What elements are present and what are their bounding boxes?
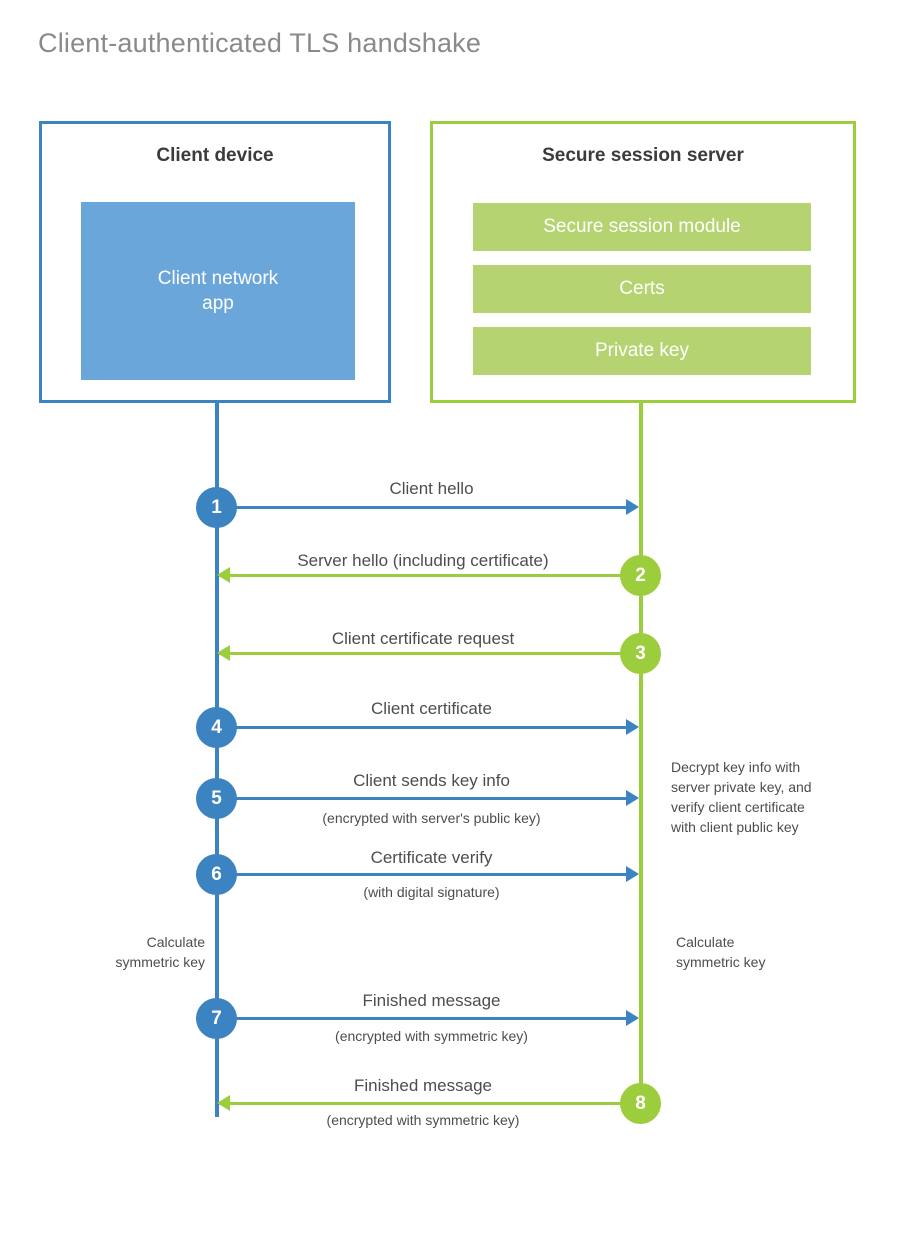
step-6-sublabel: (with digital signature) — [363, 884, 500, 900]
step-5-label: Client sends key info — [353, 771, 510, 790]
client-device-box: Client device Client network app — [39, 121, 391, 403]
step-8-arrow-head-icon — [217, 1095, 230, 1111]
step-1-arrow-line — [217, 506, 626, 509]
step-3-badge[interactable]: 3 — [620, 633, 661, 674]
client-network-app-label: Client network app — [158, 266, 278, 316]
step-2-arrow-head-icon — [217, 567, 230, 583]
server-component-private-key: Private key — [473, 327, 811, 375]
step-6-arrow-head-icon — [626, 866, 639, 882]
secure-session-server-box: Secure session server Secure session mod… — [430, 121, 856, 403]
step-7-label: Finished message — [362, 991, 501, 1010]
step-8-arrow-line — [219, 1102, 639, 1105]
server-component-secure-session-module: Secure session module — [473, 203, 811, 251]
step-4-label: Client certificate — [371, 699, 492, 718]
step-3-arrow-head-icon — [217, 645, 230, 661]
client-app-line1: Client network — [157, 267, 279, 289]
step-7-arrow-line — [217, 1017, 626, 1020]
step-7-arrow-head-icon — [626, 1010, 639, 1026]
step-2-badge[interactable]: 2 — [620, 555, 661, 596]
client-network-app-block: Client network app — [81, 202, 355, 380]
step-8-badge[interactable]: 8 — [620, 1083, 661, 1124]
server-decrypt-note: Decrypt key info with server private key… — [671, 759, 812, 835]
server-lifeline — [639, 403, 643, 1103]
page-title: Client-authenticated TLS handshake — [38, 28, 482, 58]
step-2-arrow-line — [219, 574, 639, 577]
calc-left-line1: Calculate — [146, 934, 205, 950]
step-6-arrow-line — [217, 873, 626, 876]
step-3-arrow-line — [219, 652, 639, 655]
calc-right-line2: symmetric key — [676, 953, 766, 970]
step-8-sublabel: (encrypted with symmetric key) — [326, 1112, 520, 1128]
secure-session-server-title: Secure session server — [542, 145, 744, 166]
step-4-badge[interactable]: 4 — [196, 707, 237, 748]
step-8-label: Finished message — [354, 1076, 492, 1095]
step-6-badge[interactable]: 6 — [196, 854, 237, 895]
client-lifeline — [215, 403, 219, 1117]
client-device-title: Client device — [156, 145, 274, 166]
client-calculate-symmetric-key-note: Calculate symmetric key — [55, 933, 205, 973]
step-5-sublabel: (encrypted with server's public key) — [322, 810, 541, 826]
step-6-label: Certificate verify — [370, 848, 493, 867]
step-2-label: Server hello (including certificate) — [297, 551, 549, 570]
step-4-arrow-head-icon — [626, 719, 639, 735]
step-1-badge[interactable]: 1 — [196, 487, 237, 528]
step-5-arrow-line — [217, 797, 626, 800]
step-3-label: Client certificate request — [331, 629, 515, 648]
calc-left-line2: symmetric key — [115, 953, 205, 970]
step-1-arrow-head-icon — [626, 499, 639, 515]
step-7-sublabel: (encrypted with symmetric key) — [335, 1028, 528, 1044]
server-component-certs: Certs — [473, 265, 811, 313]
step-5-badge[interactable]: 5 — [196, 778, 237, 819]
step-1-label: Client hello — [389, 479, 474, 498]
step-5-arrow-head-icon — [626, 790, 639, 806]
server-calculate-symmetric-key-note: Calculate symmetric key — [676, 933, 846, 973]
calc-right-line1: Calculate — [676, 934, 735, 950]
client-app-line2: app — [202, 293, 234, 314]
step-4-arrow-line — [217, 726, 626, 729]
step-7-badge[interactable]: 7 — [196, 998, 237, 1039]
